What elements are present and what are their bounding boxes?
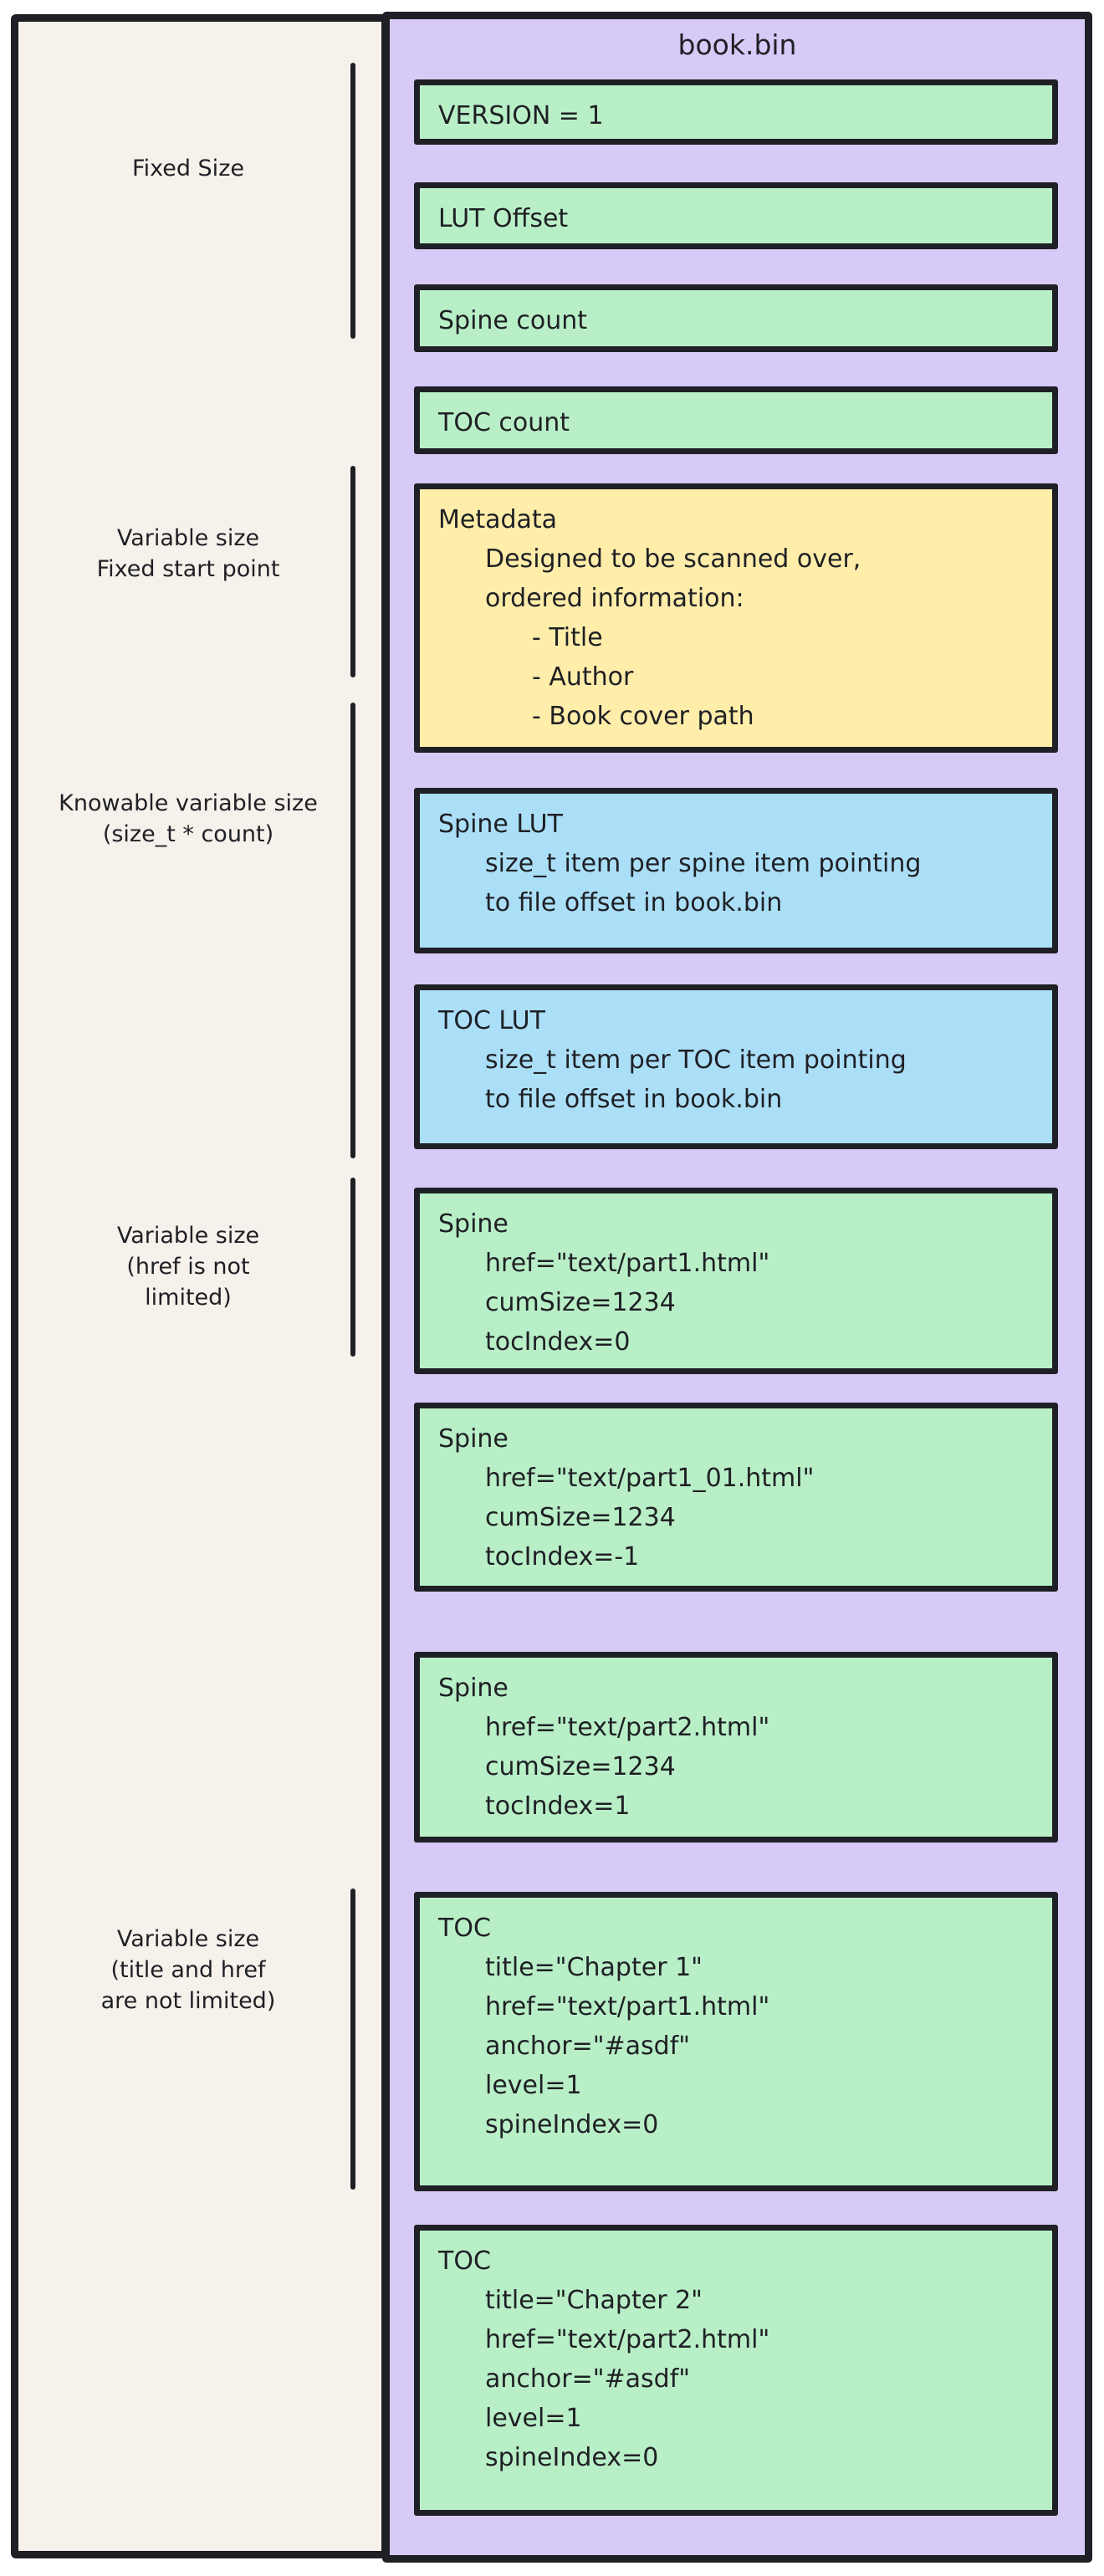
box-line: tocIndex=1 bbox=[485, 1791, 631, 1821]
annotation-line: are not limited) bbox=[100, 1988, 276, 2014]
container-title: book.bin bbox=[677, 28, 797, 61]
box-line: spineIndex=0 bbox=[485, 2443, 659, 2472]
box-line: VERSION = 1 bbox=[438, 101, 604, 130]
toc-box-1: TOC title="Chapter 1" href="text/part1.h… bbox=[414, 1892, 1058, 2191]
box-line: level=1 bbox=[485, 2071, 582, 2100]
size-annotation-fixed-size: Fixed Size bbox=[17, 153, 360, 184]
size-annotation-variable-title-href: Variable size (title and href are not li… bbox=[17, 1924, 360, 2016]
box-line: size_t item per TOC item pointing bbox=[485, 1045, 907, 1075]
box-line: href="text/part1_01.html" bbox=[485, 1464, 815, 1493]
box-line: - Book cover path bbox=[532, 702, 754, 731]
spine-box-2: Spine href="text/part1_01.html" cumSize=… bbox=[414, 1403, 1058, 1592]
annotation-line: Variable size bbox=[116, 1926, 260, 1952]
annotation-line: limited) bbox=[145, 1285, 232, 1311]
box-line: TOC bbox=[438, 1914, 491, 1943]
annotation-line: Fixed start point bbox=[96, 556, 280, 582]
box-line: spineIndex=0 bbox=[485, 2110, 659, 2139]
size-annotation-variable-fixed-start: Variable size Fixed start point bbox=[17, 523, 360, 585]
box-line: title="Chapter 1" bbox=[485, 1953, 703, 1982]
annotation-line: (href is not bbox=[126, 1254, 250, 1280]
box-line: anchor="#asdf" bbox=[485, 2032, 691, 2061]
box-line: TOC bbox=[438, 2246, 491, 2276]
box-line: title="Chapter 2" bbox=[485, 2286, 703, 2315]
annotation-line: Variable size bbox=[116, 525, 260, 551]
bracket-line-variable-title-href bbox=[350, 1889, 355, 2190]
annotation-line: (title and href bbox=[110, 1957, 266, 1983]
size-annotation-variable-href: Variable size (href is not limited) bbox=[17, 1220, 360, 1313]
field-box-lut-offset: LUT Offset bbox=[414, 182, 1058, 249]
box-line: TOC LUT bbox=[438, 1006, 545, 1035]
bracket-line-fixed-size bbox=[350, 63, 355, 339]
box-line: Spine bbox=[438, 1209, 509, 1239]
box-line: Spine bbox=[438, 1424, 509, 1454]
annotation-line: Knowable variable size bbox=[59, 790, 318, 816]
box-line: Spine bbox=[438, 1674, 509, 1703]
box-line: Spine LUT bbox=[438, 810, 563, 839]
box-line: anchor="#asdf" bbox=[485, 2364, 691, 2394]
box-line: - Author bbox=[532, 662, 634, 692]
box-line: href="text/part1.html" bbox=[485, 1249, 770, 1278]
field-box-toc-count: TOC count bbox=[414, 386, 1058, 454]
spine-box-1: Spine href="text/part1.html" cumSize=123… bbox=[414, 1188, 1058, 1374]
spine-lut-box: Spine LUT size_t item per spine item poi… bbox=[414, 788, 1058, 953]
box-line: - Title bbox=[532, 623, 603, 652]
annotation-panel bbox=[11, 14, 389, 2558]
bracket-line-knowable-variable bbox=[350, 703, 355, 1158]
bracket-line-variable-fixed-start bbox=[350, 466, 355, 677]
box-line: Spine count bbox=[438, 306, 588, 335]
box-line: cumSize=1234 bbox=[485, 1752, 676, 1781]
box-line: Metadata bbox=[438, 505, 558, 534]
bracket-line-variable-href bbox=[350, 1178, 355, 1357]
box-line: cumSize=1234 bbox=[485, 1288, 676, 1317]
box-line: cumSize=1234 bbox=[485, 1503, 676, 1532]
box-line: to file offset in book.bin bbox=[485, 1085, 783, 1114]
annotation-line: (size_t * count) bbox=[102, 821, 274, 847]
field-box-spine-count: Spine count bbox=[414, 284, 1058, 352]
box-line: href="text/part2.html" bbox=[485, 2325, 770, 2354]
box-line: TOC count bbox=[438, 408, 570, 437]
toc-box-2: TOC title="Chapter 2" href="text/part2.h… bbox=[414, 2225, 1058, 2516]
box-line: ordered information: bbox=[485, 584, 744, 613]
metadata-box: Metadata Designed to be scanned over, or… bbox=[414, 483, 1058, 753]
box-line: LUT Offset bbox=[438, 204, 569, 233]
annotation-line: Variable size bbox=[116, 1223, 260, 1249]
box-line: level=1 bbox=[485, 2404, 582, 2433]
box-line: href="text/part2.html" bbox=[485, 1713, 770, 1742]
box-line: Designed to be scanned over, bbox=[485, 544, 861, 574]
toc-lut-box: TOC LUT size_t item per TOC item pointin… bbox=[414, 984, 1058, 1149]
box-line: tocIndex=0 bbox=[485, 1327, 631, 1357]
box-line: size_t item per spine item pointing bbox=[485, 849, 922, 878]
size-annotation-knowable-variable: Knowable variable size (size_t * count) bbox=[17, 788, 360, 850]
field-box-version: VERSION = 1 bbox=[414, 79, 1058, 145]
box-line: to file offset in book.bin bbox=[485, 888, 783, 917]
annotation-line: Fixed Size bbox=[132, 156, 244, 181]
box-line: href="text/part1.html" bbox=[485, 1992, 770, 2021]
spine-box-3: Spine href="text/part2.html" cumSize=123… bbox=[414, 1652, 1058, 1843]
box-line: tocIndex=-1 bbox=[485, 1542, 640, 1572]
